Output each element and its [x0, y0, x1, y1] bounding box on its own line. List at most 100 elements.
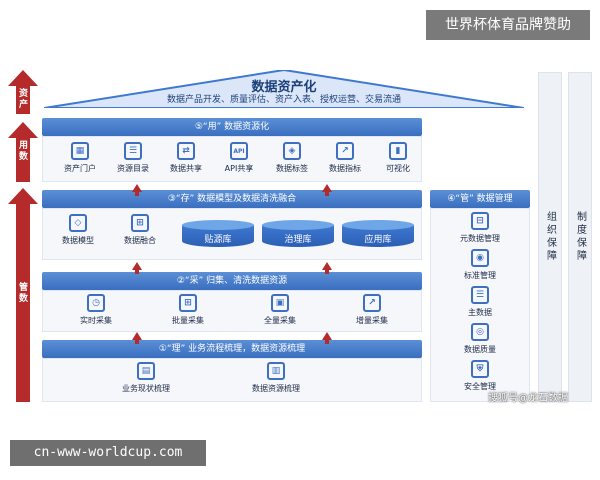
up-arrow-stem — [325, 270, 329, 274]
manage-item-label: 主数据 — [468, 308, 492, 317]
roof-title: 数据资产化 — [251, 80, 317, 95]
use-item-label: 资产门户 — [64, 164, 96, 173]
metadata-icon: ⊟ — [471, 212, 489, 230]
sort-item: ▤ 业务现状梳理 — [114, 362, 178, 394]
merge-icon: ⊞ — [131, 214, 149, 232]
roof-subtitle: 数据产品开发、质量评估、资产入表、授权运营、交易流通 — [166, 95, 401, 105]
sort-item-label: 数据资源梳理 — [252, 384, 300, 393]
use-item-label: 数据共享 — [170, 164, 202, 173]
use-item-label: 数据指标 — [329, 164, 361, 173]
left-arrows — [8, 70, 38, 402]
manage-item-label: 安全管理 — [464, 382, 496, 391]
security-icon: ⛨ — [471, 360, 489, 378]
use-item: ☰ 资源目录 — [101, 142, 165, 174]
database-label: 治理库 — [284, 235, 312, 245]
database-label: 应用库 — [364, 235, 392, 245]
master-icon: ☰ — [471, 286, 489, 304]
policy-guarantee-bar: 制度保障 — [568, 72, 592, 402]
database-label: 贴源库 — [204, 235, 232, 245]
use-item: ⇄ 数据共享 — [154, 142, 218, 174]
use-section-header: ⑤“用” 数据资源化 — [42, 118, 422, 136]
collect-item: ⊞ 批量采集 — [156, 294, 220, 326]
manage-item: ⛨ 安全管理 — [448, 360, 512, 392]
org-guarantee-bar: 组织保障 — [538, 72, 562, 402]
store-item-label: 数据模型 — [62, 236, 94, 245]
title-banner: 世界杯体育品牌赞助 — [426, 10, 590, 40]
cylinder-body — [262, 225, 334, 247]
up-arrow-stem — [325, 192, 329, 196]
roof-shape — [44, 70, 524, 108]
manage-item: ◉ 标准管理 — [448, 249, 512, 281]
store-item-label: 数据融合 — [124, 236, 156, 245]
manage-section-header: ④“管” 数据管理 — [430, 190, 530, 208]
up-arrow-stem — [135, 270, 139, 274]
cube-icon: ◇ — [69, 214, 87, 232]
cylinder-body — [342, 225, 414, 247]
use-item-label: 数据标签 — [276, 164, 308, 173]
portal-icon: ▦ — [71, 142, 89, 160]
up-arrow-icon — [322, 332, 332, 340]
arrow-label-use: 用数 — [17, 140, 27, 162]
cylinder-body — [182, 225, 254, 247]
cylinder-top — [262, 220, 334, 230]
manage-item: ◎ 数据质量 — [448, 323, 512, 355]
use-item-label: 可视化 — [386, 164, 410, 173]
sort-item: ▥ 数据资源梳理 — [244, 362, 308, 394]
chart-icon: ▮ — [389, 142, 407, 160]
use-item-label: 资源目录 — [117, 164, 149, 173]
sort-section-header: ①“理” 业务流程梳理，数据资源梳理 — [42, 340, 422, 358]
database-cylinder: 应用库 — [342, 220, 414, 250]
batch-icon: ⊞ — [179, 294, 197, 312]
quality-icon: ◎ — [471, 323, 489, 341]
metric-icon: ↗ — [336, 142, 354, 160]
share-icon: ⇄ — [177, 142, 195, 160]
collect-item-label: 批量采集 — [172, 316, 204, 325]
use-item-label: API共享 — [224, 164, 254, 173]
up-arrow-stem — [325, 340, 329, 344]
source-credit: 搜狐号@龙石数据 — [488, 393, 568, 404]
api-icon: API — [230, 142, 248, 160]
up-arrow-icon — [322, 184, 332, 192]
increment-icon: ↗ — [363, 294, 381, 312]
collect-section-header: ②“采” 归集、清洗数据资源 — [42, 272, 422, 290]
use-item: API API共享 — [207, 142, 271, 174]
store-item: ⊞ 数据融合 — [108, 214, 172, 246]
up-arrow-stem — [135, 340, 139, 344]
arrow-label-manage: 管数 — [17, 282, 27, 304]
manage-item-label: 元数据管理 — [460, 234, 500, 243]
collect-item: ◷ 实时采集 — [64, 294, 128, 326]
catalog-icon: ☰ — [124, 142, 142, 160]
collect-item: ↗ 增量采集 — [340, 294, 404, 326]
tag-icon: ◈ — [283, 142, 301, 160]
url-watermark: cn-www-worldcup.com — [10, 440, 206, 466]
collect-item-label: 全量采集 — [264, 316, 296, 325]
collect-section-body — [42, 290, 422, 332]
use-item: ↗ 数据指标 — [313, 142, 377, 174]
manage-item-label: 标准管理 — [464, 271, 496, 280]
sort-item-label: 业务现状梳理 — [122, 384, 170, 393]
cylinder-top — [342, 220, 414, 230]
collect-item: ▣ 全量采集 — [248, 294, 312, 326]
standard-icon: ◉ — [471, 249, 489, 267]
collect-item-label: 增量采集 — [356, 316, 388, 325]
up-arrow-stem — [135, 192, 139, 196]
use-item: ◈ 数据标签 — [260, 142, 324, 174]
business-icon: ▤ — [137, 362, 155, 380]
manage-item-label: 数据质量 — [464, 345, 496, 354]
manage-section-body — [430, 208, 530, 402]
database-cylinder: 治理库 — [262, 220, 334, 250]
arrow-label-asset: 资产 — [17, 88, 27, 110]
resource-icon: ▥ — [267, 362, 285, 380]
collect-item-label: 实时采集 — [80, 316, 112, 325]
sort-section-body — [42, 358, 422, 402]
use-item: ▮ 可视化 — [366, 142, 430, 174]
store-section-header: ③“存” 数据模型及数据清洗融合 — [42, 190, 422, 208]
manage-item: ☰ 主数据 — [448, 286, 512, 318]
up-arrow-icon — [132, 332, 142, 340]
full-icon: ▣ — [271, 294, 289, 312]
up-arrow-icon — [322, 262, 332, 270]
clock-icon: ◷ — [87, 294, 105, 312]
store-item: ◇ 数据模型 — [46, 214, 110, 246]
cylinder-top — [182, 220, 254, 230]
manage-item: ⊟ 元数据管理 — [448, 212, 512, 244]
